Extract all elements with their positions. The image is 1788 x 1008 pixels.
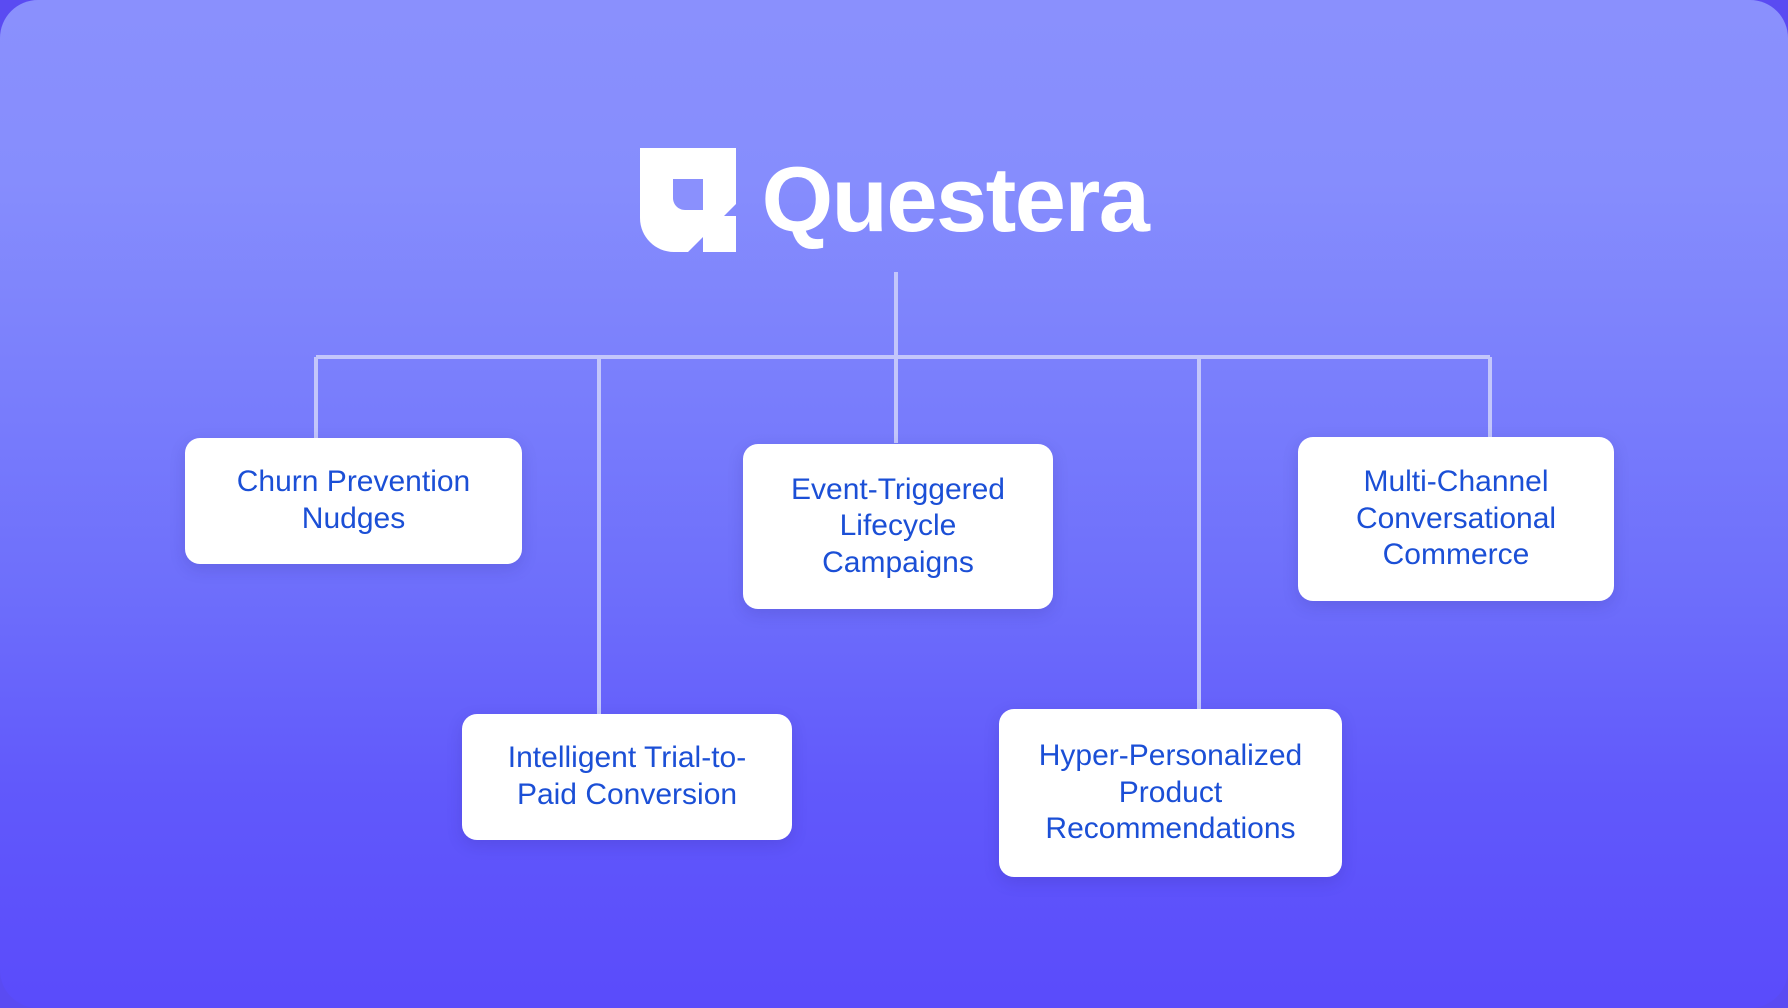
brand-lockup: Questera — [0, 148, 1788, 252]
node-card-hyper-personalized-products[interactable]: Hyper-Personalized Product Recommendatio… — [999, 709, 1342, 877]
node-card-label: Hyper-Personalized Product Recommendatio… — [1038, 739, 1303, 846]
node-card-intelligent-trial-to-paid[interactable]: Intelligent Trial-to- Paid Conversion — [462, 714, 792, 840]
node-card-multi-channel-conversational[interactable]: Multi-Channel Conversational Commerce — [1298, 437, 1614, 601]
node-card-event-triggered-lifecycle[interactable]: Event-Triggered Lifecycle Campaigns — [743, 444, 1053, 609]
node-card-label: Intelligent Trial-to- Paid Conversion — [507, 741, 747, 811]
node-card-label: Churn Prevention Nudges — [236, 465, 471, 535]
node-card-label: Event-Triggered Lifecycle Campaigns — [791, 472, 1005, 579]
node-card-label: Multi-Channel Conversational Commerce — [1355, 465, 1557, 572]
questera-logo-mark-icon — [639, 148, 736, 252]
logo-square — [702, 216, 736, 252]
brand-wordmark: Questera — [761, 149, 1150, 251]
node-card-churn-prevention-nudges[interactable]: Churn Prevention Nudges — [185, 438, 522, 564]
